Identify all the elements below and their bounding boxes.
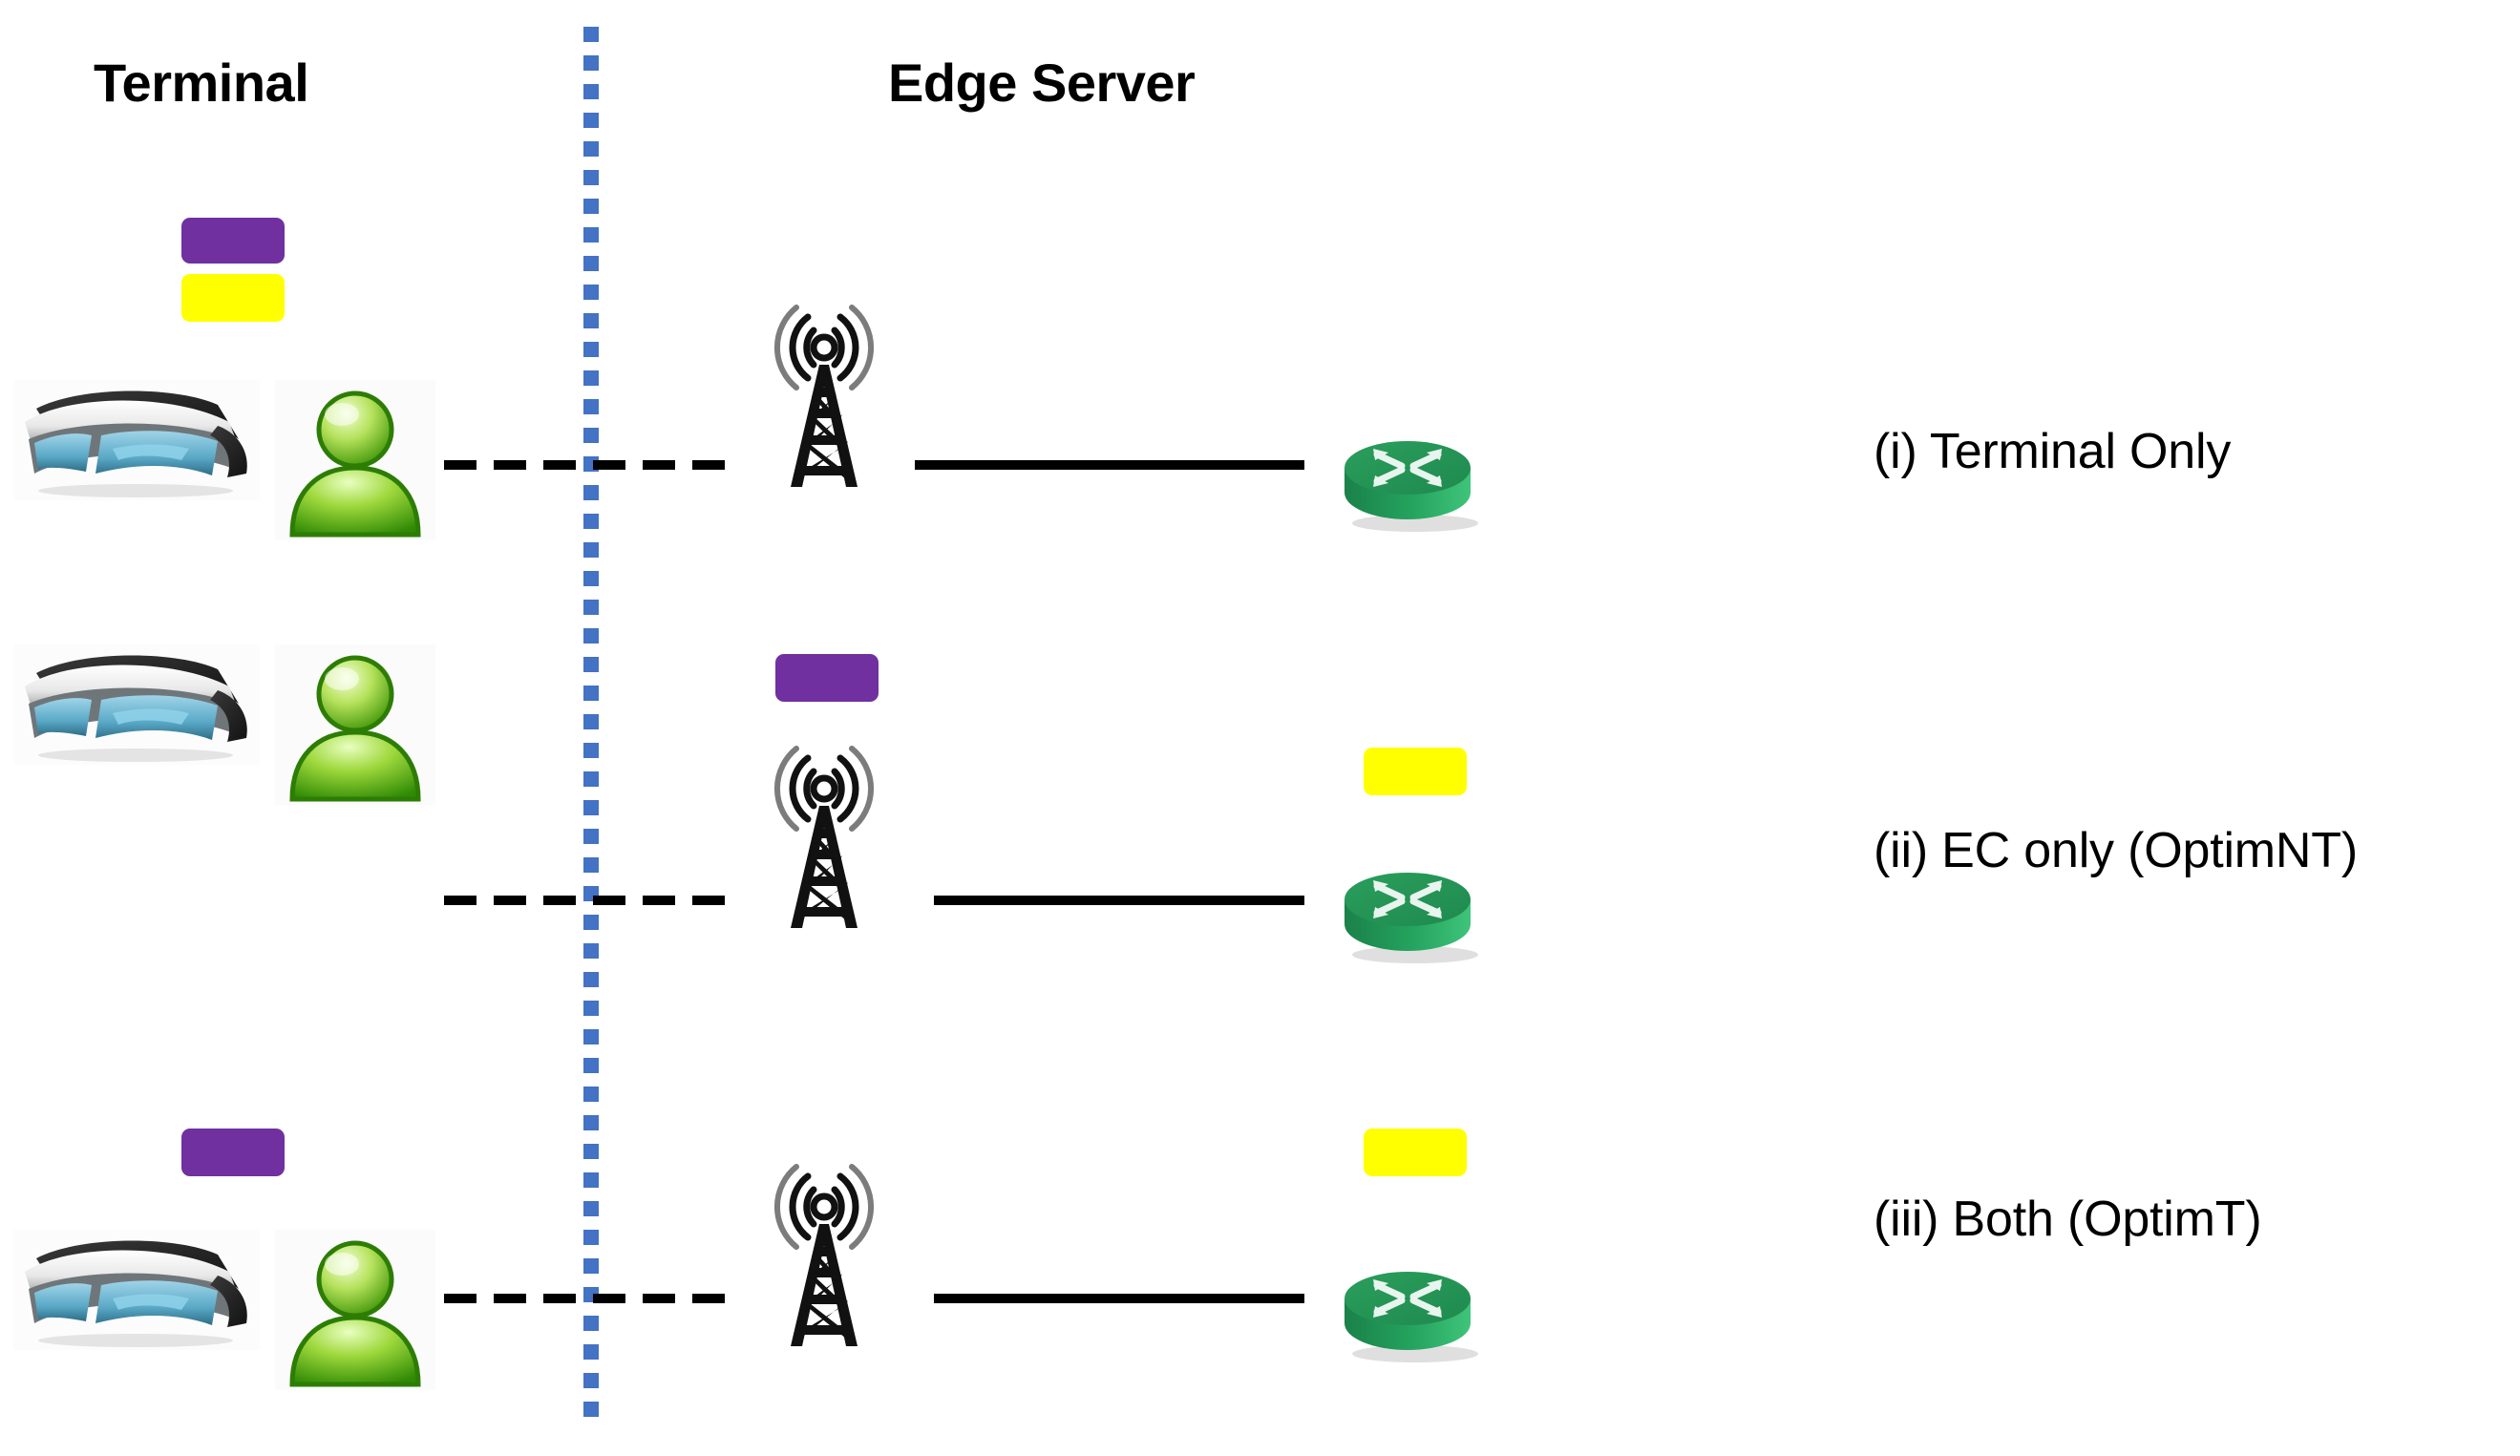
row-3-case-label: (iii) Both (OptimT): [1874, 1192, 2262, 1247]
row-2-ar-glasses-icon: [13, 644, 260, 765]
column-heading-edge-server: Edge Server: [888, 53, 1196, 113]
row-1-cell-tower-icon: [752, 296, 896, 492]
row-2-router-icon: [1333, 859, 1492, 966]
row-3-backhaul-link: [934, 1294, 1304, 1303]
row-3-terminal-purple-block: [181, 1129, 285, 1176]
row-3-router-yellow-block: [1364, 1129, 1467, 1176]
row-2-wireless-link: [444, 896, 731, 905]
row-1-terminal-yellow-block: [181, 274, 285, 322]
row-2-router-yellow-block: [1364, 748, 1467, 795]
row-3-ar-glasses-icon: [13, 1230, 260, 1350]
row-1-router-icon: [1333, 428, 1492, 535]
row-1-backhaul-link: [915, 460, 1304, 470]
row-2-backhaul-link: [934, 896, 1304, 905]
row-1-terminal-purple-block: [181, 218, 285, 264]
row-2-tower-purple-block: [775, 654, 879, 702]
row-1-user-avatar-icon: [275, 380, 435, 540]
row-3-cell-tower-icon: [752, 1155, 896, 1351]
row-1-ar-glasses-icon: [13, 380, 260, 500]
row-1-case-label: (i) Terminal Only: [1874, 424, 2232, 479]
row-3-user-avatar-icon: [275, 1230, 435, 1390]
terminal-edge-boundary-divider: [583, 27, 599, 1423]
row-2-user-avatar-icon: [275, 644, 435, 805]
row-1-wireless-link: [444, 460, 731, 470]
row-3-router-icon: [1333, 1258, 1492, 1365]
column-heading-terminal: Terminal: [94, 53, 309, 113]
row-3-wireless-link: [444, 1294, 731, 1303]
row-2-cell-tower-icon: [752, 737, 896, 933]
row-2-case-label: (ii) EC only (OptimNT): [1874, 823, 2358, 878]
